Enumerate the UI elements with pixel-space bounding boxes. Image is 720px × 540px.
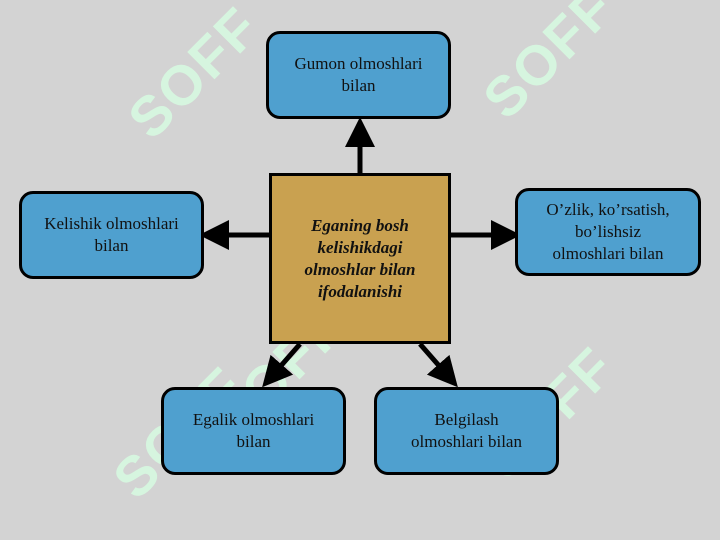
node-bottom-right: Belgilash olmoshlari bilan [374, 387, 559, 475]
node-bottom-left: Egalik olmoshlari bilan [161, 387, 346, 475]
center-node: Eganing bosh kelishikdagi olmoshlar bila… [269, 173, 451, 344]
node-left: Kelishik olmoshlari bilan [19, 191, 204, 279]
node-right: O’zlik, ko’rsatish, bo’lishsiz olmoshlar… [515, 188, 701, 276]
arrow-to-bottom-left [262, 342, 302, 388]
node-top: Gumon olmoshlari bilan [266, 31, 451, 119]
arrow-to-bottom-right [418, 342, 458, 388]
